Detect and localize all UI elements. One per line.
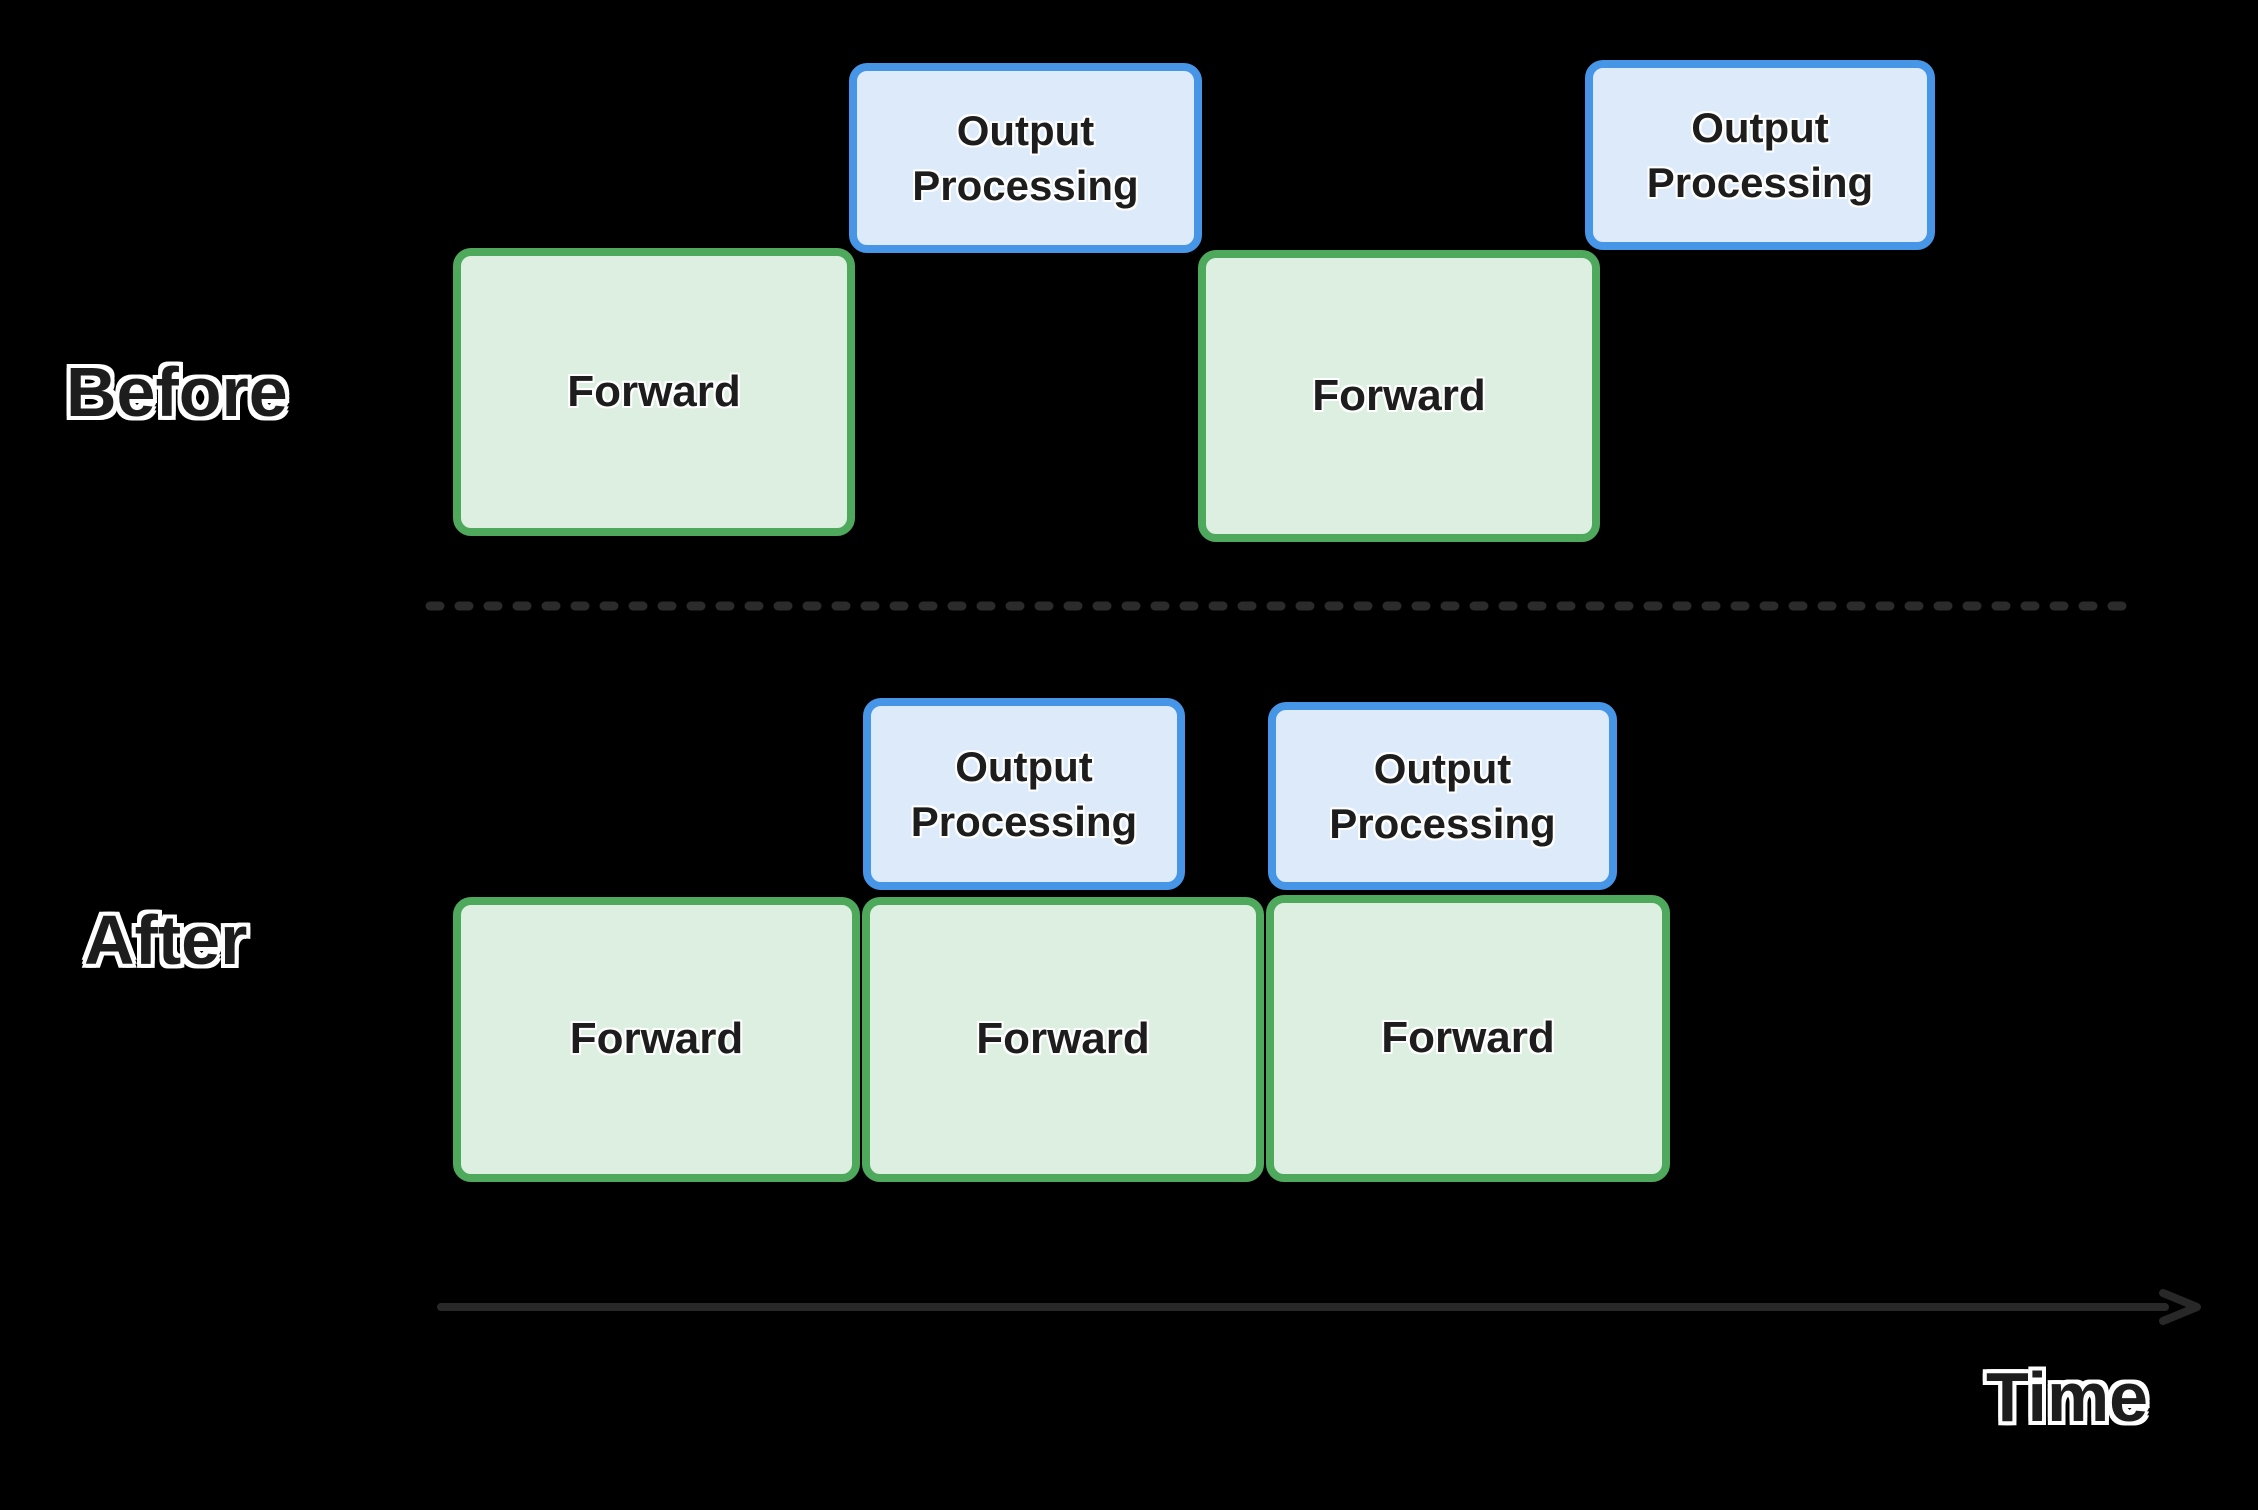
output-processing-block-label: Output Processing (1646, 103, 1874, 206)
after-section-label: After (84, 901, 248, 979)
forward-block-label: Forward (567, 366, 741, 416)
after-output-processing-block-1: Output Processing (863, 698, 1185, 890)
forward-block-label: Forward (1381, 1013, 1555, 1063)
before-section-label: Before (66, 353, 288, 431)
section-divider (425, 601, 2129, 611)
forward-block-label: Forward (976, 1014, 1150, 1064)
time-axis (437, 1289, 2201, 1325)
before-output-processing-block-2: Output Processing (1585, 60, 1935, 250)
after-output-processing-block-2: Output Processing (1268, 702, 1617, 890)
after-forward-block-3: Forward (1266, 895, 1670, 1182)
time-axis-label: Time (1986, 1358, 2149, 1436)
output-processing-block-label: Output Processing (1329, 744, 1556, 847)
before-output-processing-block-1: Output Processing (849, 63, 1202, 253)
right-arrow-icon (2159, 1289, 2201, 1325)
after-forward-block-2: Forward (862, 897, 1264, 1182)
before-forward-block-2: Forward (1198, 250, 1600, 542)
after-forward-block-1: Forward (453, 897, 860, 1182)
before-forward-block-1: Forward (453, 248, 855, 536)
forward-block-label: Forward (1312, 370, 1486, 420)
output-processing-block-label: Output Processing (910, 742, 1138, 845)
forward-block-label: Forward (569, 1014, 744, 1064)
output-processing-block-label: Output Processing (912, 106, 1139, 209)
